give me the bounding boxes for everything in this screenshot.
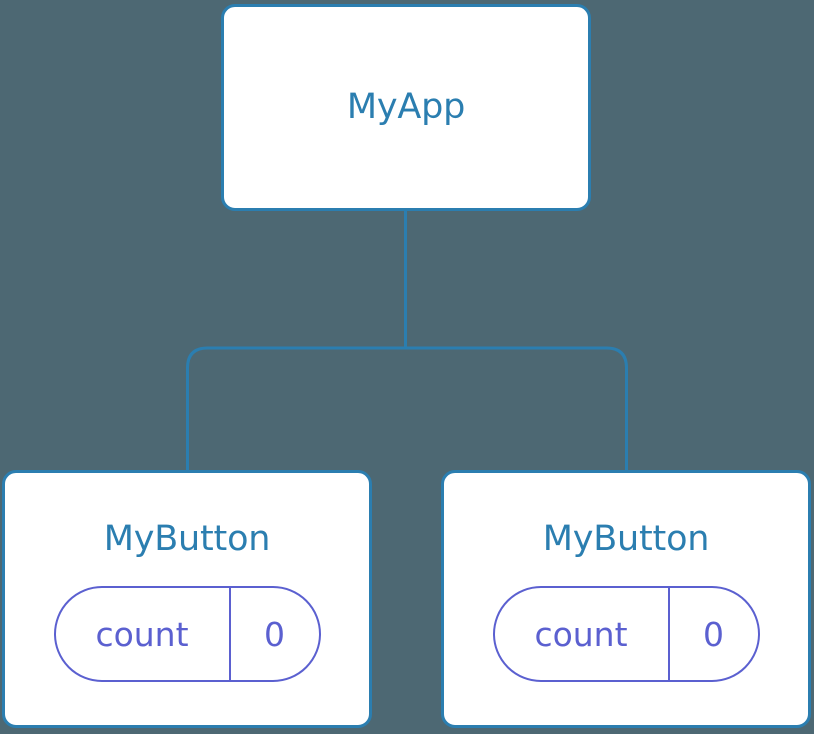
state-pill-value-cell-child-2: 0 — [670, 588, 758, 680]
node-title-root: MyApp — [346, 87, 466, 127]
connector-branch-bar — [186, 346, 628, 470]
state-pill-value-child-1: 0 — [264, 614, 285, 654]
node-card-root[interactable]: MyApp — [221, 4, 591, 211]
state-pill-key-child-2: count — [534, 614, 628, 654]
state-pill-value-child-2: 0 — [703, 614, 724, 654]
state-pill-key-child-1: count — [95, 614, 189, 654]
state-pill-child-2[interactable]: count 0 — [492, 586, 760, 682]
node-card-child-1[interactable]: MyButton count 0 — [2, 470, 372, 728]
node-card-child-2[interactable]: MyButton count 0 — [441, 470, 811, 728]
state-pill-value-cell-child-1: 0 — [231, 588, 319, 680]
state-pill-key-cell-child-1: count — [56, 588, 231, 680]
node-title-child-2: MyButton — [542, 519, 710, 559]
state-pill-child-1[interactable]: count 0 — [53, 586, 321, 682]
state-pill-key-cell-child-2: count — [495, 588, 670, 680]
node-title-child-1: MyButton — [103, 519, 271, 559]
